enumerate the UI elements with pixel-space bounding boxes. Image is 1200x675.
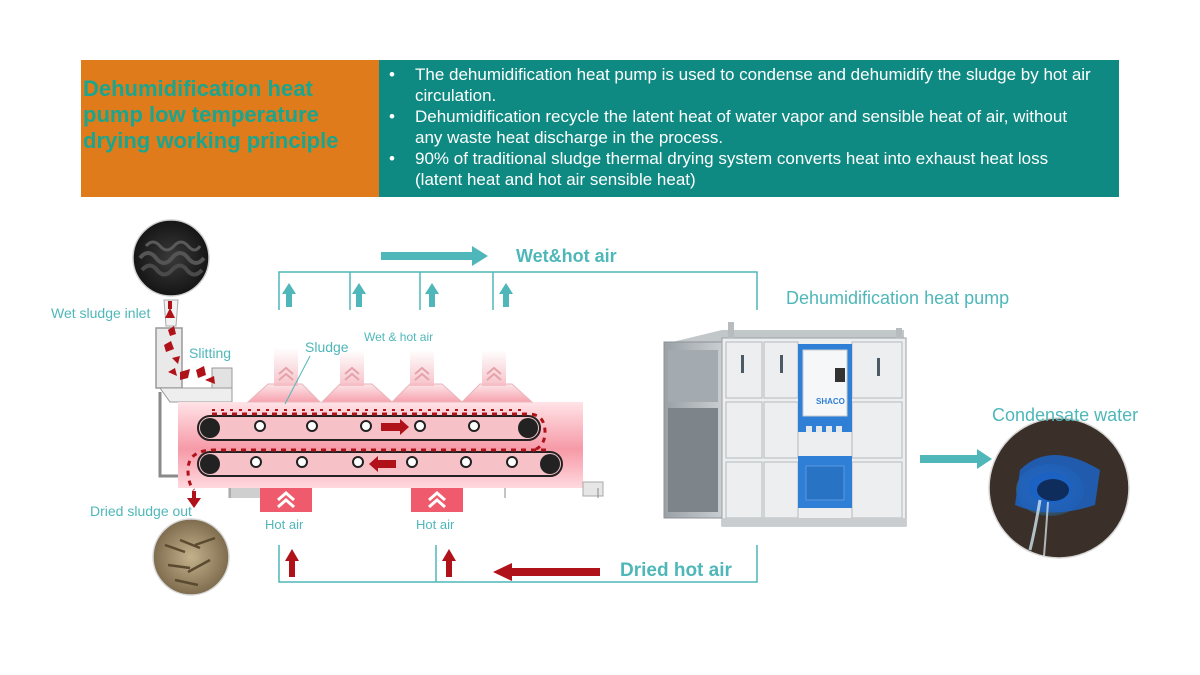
heat-pump-unit — [663, 322, 907, 527]
heat-pump-label: Dehumidification heat pump — [786, 288, 1010, 308]
dried-sludge-photo — [152, 518, 230, 596]
feed-hopper — [155, 299, 233, 478]
condensate-arrow-icon — [920, 449, 992, 469]
hot-air-label-2: Hot air — [416, 517, 455, 532]
right-arrow-icon — [381, 246, 488, 266]
dried-sludge-out-label: Dried sludge out — [90, 503, 192, 519]
bullet-item: Dehumidification recycle the latent heat… — [387, 106, 1099, 148]
bullet-item: 90% of traditional sludge thermal drying… — [387, 148, 1099, 190]
wet-hot-air-label: Wet&hot air — [516, 246, 617, 266]
upper-conveyor-belt — [197, 409, 547, 452]
down-arrow-icon — [187, 491, 201, 508]
banner-body: The dehumidification heat pump is used t… — [379, 60, 1119, 197]
slitting-label: Slitting — [189, 345, 232, 361]
belt-direction-arrow-icon — [369, 419, 409, 472]
wet-sludge-photo — [132, 219, 210, 297]
hot-up-arrow-icon — [285, 549, 456, 577]
banner-title: Dehumidification heat pump low temperatu… — [83, 76, 339, 153]
condensate-water-photo — [988, 417, 1130, 559]
wet-sludge-inlet-label: Wet sludge inlet — [51, 305, 151, 321]
chevron-up-icon — [278, 366, 502, 381]
wet-hot-air-duct — [278, 271, 758, 310]
banner-title-box: Dehumidification heat pump low temperatu… — [81, 60, 379, 197]
bullet-list: The dehumidification heat pump is used t… — [387, 64, 1099, 190]
wet-hot-air-small-label: Wet & hot air — [364, 330, 434, 344]
bullet-item: The dehumidification heat pump is used t… — [387, 64, 1099, 106]
condensate-water-label: Condensate water — [992, 405, 1139, 425]
exhaust-vent — [246, 383, 534, 403]
hot-air-label-1: Hot air — [265, 517, 304, 532]
dried-hot-air-label: Dried hot air — [620, 560, 732, 581]
unit-brand-label: SHACO — [816, 397, 845, 406]
sludge-pointer — [284, 355, 311, 405]
up-arrow-icon — [282, 283, 513, 307]
left-arrow-icon — [493, 563, 600, 581]
info-banner: Dehumidification heat pump low temperatu… — [81, 60, 1119, 197]
sludge-label: Sludge — [305, 339, 349, 355]
hot-air-inlet — [260, 488, 463, 512]
dried-hot-air-duct — [278, 545, 758, 583]
